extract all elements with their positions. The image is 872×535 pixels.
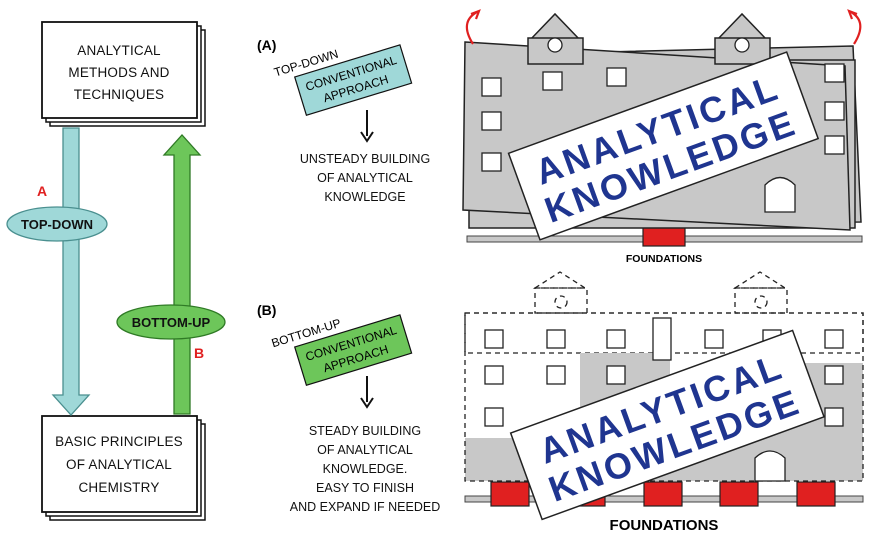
top-box-line-1: ANALYTICAL: [77, 43, 161, 58]
top-box-line-2: METHODS AND: [68, 65, 169, 80]
panel-a-approach-box: TOP-DOWN CONVENTIONAL APPROACH: [272, 44, 413, 117]
building-b-foundations-label: FOUNDATIONS: [610, 517, 719, 534]
top-box: ANALYTICAL METHODS AND TECHNIQUES: [41, 21, 206, 127]
building-b: ANALYTICAL KNOWLEDGE FOUNDATIONS: [464, 271, 864, 534]
bottom-up-letter: B: [194, 345, 204, 361]
bottom-box-line-1: BASIC PRINCIPLES: [55, 434, 183, 449]
top-down-letter: A: [37, 183, 47, 199]
building-a-foundations-label: FOUNDATIONS: [626, 253, 702, 265]
building-a-rotate-right-icon: [850, 11, 862, 45]
panel-b-approach: (B) BOTTOM-UP CONVENTIONAL APPROACH STEA…: [257, 302, 441, 514]
building-a-rotate-left-icon: [465, 11, 478, 45]
panel-b-result-line-5: AND EXPAND IF NEEDED: [290, 500, 441, 514]
panel-a-approach: (A) TOP-DOWN CONVENTIONAL APPROACH UNSTE…: [257, 37, 430, 204]
panel-a-result-line-1: UNSTEADY BUILDING: [300, 152, 430, 166]
panel-b-down-arrow: [360, 376, 374, 409]
panel-b-letter: (B): [257, 302, 276, 318]
top-down-label: TOP-DOWN: [21, 217, 93, 232]
bottom-up-ellipse: [116, 304, 226, 340]
top-box-line-3: TECHNIQUES: [74, 87, 165, 102]
top-down-arrow: [51, 127, 91, 416]
panel-a-result-line-2: OF ANALYTICAL: [317, 171, 413, 185]
panel-b-result-line-3: KNOWLEDGE.: [323, 462, 408, 476]
panel-b-result-line-4: EASY TO FINISH: [316, 481, 414, 495]
flow-diagram: ANALYTICAL METHODS AND TECHNIQUES BASIC …: [6, 21, 226, 521]
bottom-up-arrow: [162, 134, 202, 415]
top-down-ellipse: [6, 206, 108, 242]
panel-b-result-line-2: OF ANALYTICAL: [317, 443, 413, 457]
bottom-up-label: BOTTOM-UP: [132, 315, 211, 330]
panel-a-result-line-3: KNOWLEDGE: [324, 190, 405, 204]
bottom-box-line-2: OF ANALYTICAL: [66, 457, 172, 472]
building-a: ANALYTICAL KNOWLEDGE FOUNDATIONS: [462, 9, 863, 265]
bottom-box: BASIC PRINCIPLES OF ANALYTICAL CHEMISTRY: [41, 415, 206, 521]
panel-a-down-arrow: [360, 110, 374, 143]
bottom-box-line-3: CHEMISTRY: [78, 480, 159, 495]
panel-b-result-line-1: STEADY BUILDING: [309, 424, 421, 438]
panel-a-letter: (A): [257, 37, 276, 53]
panel-b-approach-box: BOTTOM-UP CONVENTIONAL APPROACH: [270, 314, 413, 387]
